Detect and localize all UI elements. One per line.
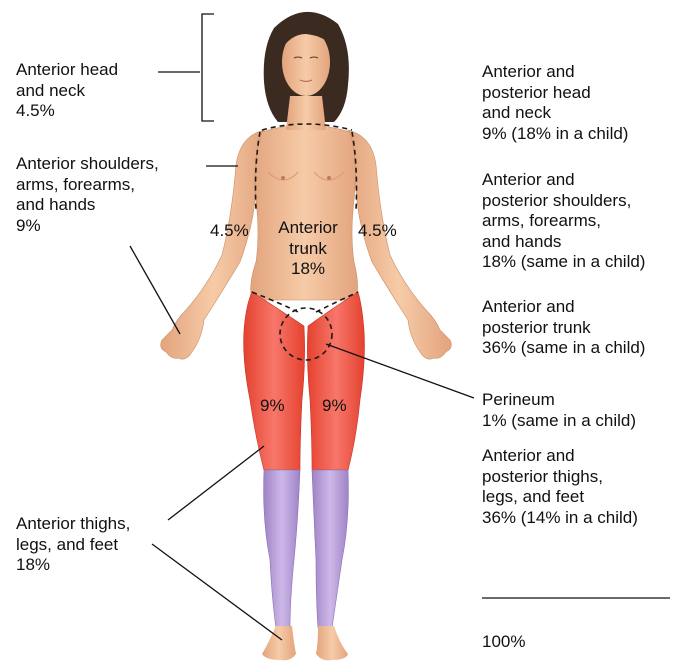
label-total-trunk: Anterior and posterior trunk 36% (same i… <box>482 297 645 359</box>
label-anterior-head-neck: Anterior head and neck 4.5% <box>16 60 118 122</box>
label-right-arm-percent: 4.5% <box>358 221 397 241</box>
leader-thigh <box>168 446 264 520</box>
label-total-100: 100% <box>482 632 525 653</box>
label-anterior-trunk: Anterior trunk 18% <box>266 218 350 280</box>
leader-arms <box>130 246 180 334</box>
bracket-head <box>202 14 214 121</box>
label-right-leg-percent: 9% <box>322 396 347 416</box>
right-lower-leg <box>312 470 348 628</box>
left-foot <box>262 626 296 660</box>
label-total-shoulders-arms: Anterior and posterior shoulders, arms, … <box>482 170 645 273</box>
label-left-leg-percent: 9% <box>260 396 285 416</box>
leader-foot <box>152 544 282 640</box>
label-perineum: Perineum 1% (same in a child) <box>482 390 636 431</box>
label-total-thighs-legs: Anterior and posterior thighs, legs, and… <box>482 446 638 528</box>
right-foot <box>316 626 348 660</box>
left-upper-leg <box>244 292 305 470</box>
label-anterior-shoulders-arms: Anterior shoulders, arms, forearms, and … <box>16 154 159 236</box>
label-total-head-neck: Anterior and posterior head and neck 9% … <box>482 62 628 144</box>
label-left-arm-percent: 4.5% <box>210 221 249 241</box>
right-upper-leg <box>307 292 364 470</box>
label-anterior-thighs-legs: Anterior thighs, legs, and feet 18% <box>16 514 130 576</box>
left-lower-leg <box>264 470 300 628</box>
